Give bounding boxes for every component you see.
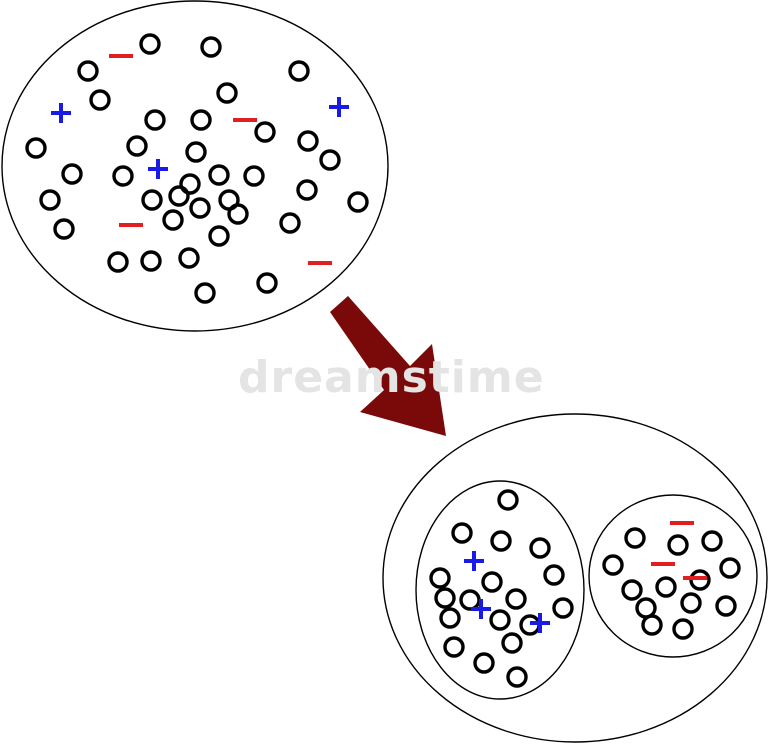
- left-group-particle: [439, 607, 461, 629]
- right-group-membrane: [588, 494, 758, 658]
- right-group-particle: [602, 554, 624, 576]
- right-group-particle: [655, 576, 677, 598]
- before-particle: [256, 272, 278, 294]
- before-cell: [1, 0, 389, 332]
- before-particle: [53, 218, 75, 240]
- before-particle: [179, 173, 201, 195]
- left-group-particle: [505, 588, 527, 610]
- before-particles: [25, 33, 369, 304]
- before-particle: [144, 109, 166, 131]
- before-particle: [288, 60, 310, 82]
- positive-charge-icon: [148, 159, 168, 179]
- left-group-particle: [490, 530, 512, 552]
- right-group-particle: [680, 592, 702, 614]
- right-group-particle: [667, 534, 689, 556]
- positive-charge-icon: [471, 599, 491, 619]
- before-particle: [178, 247, 200, 269]
- left-group-particle: [459, 589, 481, 611]
- before-particle: [200, 36, 222, 58]
- before-particle: [77, 60, 99, 82]
- left-group-particle: [529, 537, 551, 559]
- before-particle: [243, 165, 265, 187]
- right-group-particle: [672, 618, 694, 640]
- before-particle: [107, 251, 129, 273]
- before-particle: [89, 89, 111, 111]
- left-group-particle: [429, 567, 451, 589]
- left-group-particle: [543, 564, 565, 586]
- before-particle: [194, 282, 216, 304]
- before-particle: [319, 149, 341, 171]
- positive-charge-icon: [464, 551, 484, 571]
- before-particle: [112, 165, 134, 187]
- before-particle: [227, 203, 249, 225]
- left-group-particle: [443, 636, 465, 658]
- right-group-particle: [621, 579, 643, 601]
- before-charges: [51, 54, 349, 265]
- right-group-particle: [641, 614, 663, 636]
- left-group-particle: [497, 489, 519, 511]
- before-particle: [296, 179, 318, 201]
- before-particle: [279, 212, 301, 234]
- after-particles: [429, 489, 741, 688]
- before-cell-membrane: [1, 0, 389, 332]
- left-group-particle: [434, 587, 456, 609]
- before-particle: [208, 225, 230, 247]
- left-group-particle: [473, 652, 495, 674]
- before-particle: [185, 141, 207, 163]
- positive-charge-icon: [51, 103, 71, 123]
- left-group-particle: [489, 609, 511, 631]
- before-particle: [140, 250, 162, 272]
- before-particle: [189, 197, 211, 219]
- positive-charge-icon: [530, 613, 550, 633]
- after-cell: [382, 413, 768, 743]
- right-group-particle: [624, 527, 646, 549]
- arrow-down-right-icon: [330, 296, 446, 436]
- left-group-particle: [481, 571, 503, 593]
- after-cell-membrane: [382, 413, 768, 743]
- left-group-membrane: [415, 480, 585, 700]
- left-group-particle: [506, 666, 528, 688]
- before-particle: [39, 189, 61, 211]
- before-particle: [126, 135, 148, 157]
- left-group-particle: [451, 522, 473, 544]
- before-particle: [139, 33, 161, 55]
- transition-arrow: [330, 296, 446, 436]
- before-particle: [347, 191, 369, 213]
- positive-charge-icon: [329, 97, 349, 117]
- right-group-particle: [715, 595, 737, 617]
- after-charges: [464, 521, 707, 633]
- left-group-particle: [501, 632, 523, 654]
- before-particle: [141, 189, 163, 211]
- before-particle: [297, 130, 319, 152]
- left-group-particle: [552, 597, 574, 619]
- before-particle: [25, 137, 47, 159]
- right-group-particle: [635, 597, 657, 619]
- before-particle: [168, 185, 190, 207]
- before-particle: [61, 163, 83, 185]
- right-group-particle: [701, 530, 723, 552]
- before-particle: [216, 82, 238, 104]
- before-particle: [190, 109, 212, 131]
- before-particle: [254, 121, 276, 143]
- before-particle: [208, 164, 230, 186]
- right-group-particle: [719, 557, 741, 579]
- before-particle: [162, 209, 184, 231]
